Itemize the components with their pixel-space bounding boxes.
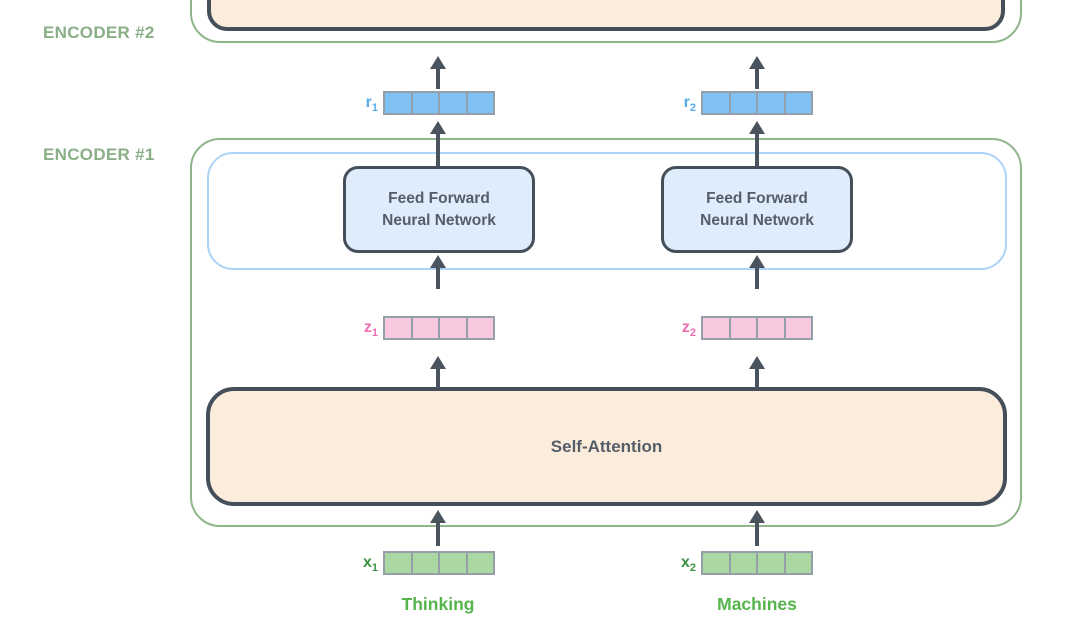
ffnn-2-label-line1: Feed Forward bbox=[706, 189, 808, 207]
vector-cell bbox=[703, 318, 729, 338]
vector-cell bbox=[465, 553, 493, 573]
token-word-1: Thinking bbox=[401, 594, 475, 614]
vector-cell bbox=[385, 553, 411, 573]
vector-cell bbox=[438, 553, 466, 573]
vector-cell bbox=[756, 553, 784, 573]
vector-cell bbox=[728, 318, 756, 338]
vector-cell bbox=[728, 553, 756, 573]
ffnn-2-label-line2: Neural Network bbox=[700, 211, 814, 229]
vector-x1 bbox=[383, 551, 495, 575]
vector-cell bbox=[410, 93, 438, 113]
encoder-1-label: ENCODER #1 bbox=[43, 145, 155, 164]
vector-cell bbox=[438, 93, 466, 113]
self-attention-box: Self-Attention bbox=[206, 387, 1007, 506]
encoder-2-inner-box bbox=[207, 0, 1005, 31]
vector-cell bbox=[465, 318, 493, 338]
vector-label-r1: r1 bbox=[365, 94, 378, 115]
vector-label-z2: z2 bbox=[681, 319, 696, 340]
vector-label-x1: x1 bbox=[362, 554, 378, 575]
self-attention-label: Self-Attention bbox=[550, 436, 663, 456]
encoder-2-label: ENCODER #2 bbox=[43, 23, 155, 42]
arrow-z2-to-ffnn2-icon bbox=[749, 255, 765, 289]
encoder-1-box bbox=[190, 138, 1022, 527]
arrow-ffnn2-to-r2-icon bbox=[749, 121, 765, 166]
arrow-attn-to-z1-icon bbox=[430, 356, 446, 388]
vector-cell bbox=[438, 318, 466, 338]
vector-label-r2: r2 bbox=[683, 94, 696, 115]
vector-cell bbox=[756, 93, 784, 113]
vector-cell bbox=[703, 93, 729, 113]
ffnn-1-label-line2: Neural Network bbox=[382, 211, 496, 229]
ffnn-box-2: Feed Forward Neural Network bbox=[661, 166, 853, 253]
ffnn-1-label-line1: Feed Forward bbox=[388, 189, 490, 207]
token-word-2: Machines bbox=[717, 594, 797, 614]
vector-z1 bbox=[383, 316, 495, 340]
vector-cell bbox=[703, 553, 729, 573]
vector-x2 bbox=[701, 551, 813, 575]
vector-cell bbox=[410, 318, 438, 338]
vector-r1 bbox=[383, 91, 495, 115]
vector-cell bbox=[728, 93, 756, 113]
arrow-r2-to-encoder2-icon bbox=[749, 56, 765, 89]
feed-forward-layer-container bbox=[207, 152, 1007, 270]
ffnn-box-1: Feed Forward Neural Network bbox=[343, 166, 535, 253]
arrow-ffnn1-to-r1-icon bbox=[430, 121, 446, 166]
arrow-z1-to-ffnn1-icon bbox=[430, 255, 446, 289]
vector-cell bbox=[756, 318, 784, 338]
vector-cell bbox=[465, 93, 493, 113]
vector-cell bbox=[783, 93, 811, 113]
vector-label-z1: z1 bbox=[363, 319, 378, 340]
arrow-x1-to-attn-icon bbox=[430, 510, 446, 546]
vector-label-x2: x2 bbox=[680, 554, 696, 575]
arrow-r1-to-encoder2-icon bbox=[430, 56, 446, 89]
arrow-x2-to-attn-icon bbox=[749, 510, 765, 546]
arrow-attn-to-z2-icon bbox=[749, 356, 765, 388]
vector-z2 bbox=[701, 316, 813, 340]
vector-cell bbox=[385, 93, 411, 113]
vector-cell bbox=[385, 318, 411, 338]
vector-r2 bbox=[701, 91, 813, 115]
vector-cell bbox=[783, 553, 811, 573]
vector-cell bbox=[783, 318, 811, 338]
vector-cell bbox=[410, 553, 438, 573]
